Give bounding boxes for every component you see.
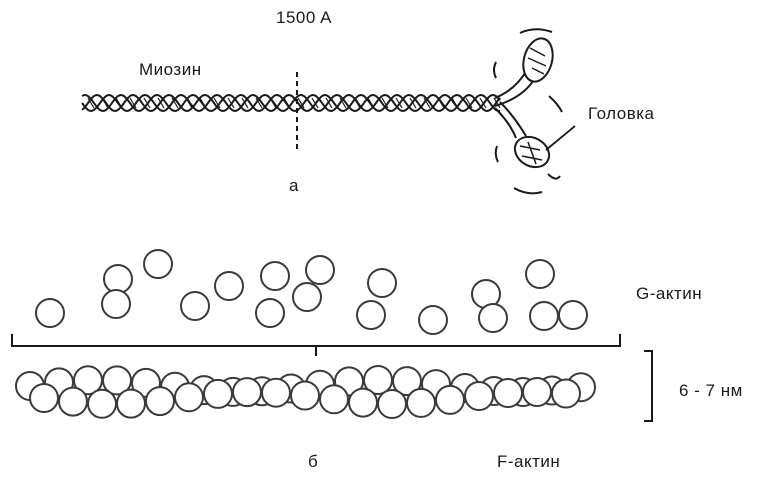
panel-b-label: б <box>308 452 318 472</box>
myosin-heads <box>494 29 575 193</box>
myosin-label: Миозин <box>139 60 202 80</box>
f-actin-monomer <box>349 389 377 417</box>
head-label: Головка <box>588 104 655 124</box>
f-actin-monomer <box>262 379 290 407</box>
g-actin-monomer <box>368 269 396 297</box>
f-actin-monomer <box>146 387 174 415</box>
myosin-tail-strands <box>82 95 500 111</box>
myosin-head-fragment <box>520 29 552 33</box>
myosin-head-fragment <box>494 62 496 78</box>
g-actin-monomer <box>479 304 507 332</box>
f-actin-monomer <box>59 388 87 416</box>
f-actin-monomer <box>233 378 261 406</box>
myosin-filament <box>82 95 500 111</box>
head-pointer-line <box>546 126 575 150</box>
g-actin-monomer <box>144 250 172 278</box>
myosin-head-fragment <box>496 146 498 162</box>
g-actin-monomer <box>559 301 587 329</box>
myosin-head-fragment <box>514 188 542 193</box>
g-actin-monomer <box>181 292 209 320</box>
g-actin-label: G-актин <box>636 284 702 304</box>
panel-a-label: а <box>289 176 299 196</box>
f-actin-monomer <box>436 386 464 414</box>
f-actin-monomer <box>291 382 319 410</box>
g-actin-monomer <box>419 306 447 334</box>
g-actin-monomer <box>357 301 385 329</box>
myosin-head-fragment <box>549 96 562 112</box>
g-actin-monomer <box>102 290 130 318</box>
f-actin-monomer <box>320 385 348 413</box>
scale-label: 1500 A <box>276 8 332 28</box>
g-actin-monomer <box>306 256 334 284</box>
g-actin-monomer <box>530 302 558 330</box>
f-actin-monomer <box>552 380 580 408</box>
g-actin-monomer <box>36 299 64 327</box>
f-actin-monomer <box>378 390 406 418</box>
f-actin-monomer <box>204 380 232 408</box>
f-actin-monomer <box>407 389 435 417</box>
thickness-label: 6 - 7 нм <box>679 381 743 401</box>
g-actin-monomer <box>293 283 321 311</box>
f-actin-monomer <box>465 382 493 410</box>
g-actin-monomer <box>256 299 284 327</box>
f-actin-label: F-актин <box>497 452 560 472</box>
f-actin-monomer <box>88 390 116 418</box>
bracket <box>12 334 620 356</box>
g-actin-monomer <box>261 262 289 290</box>
g-actin-monomer <box>104 265 132 293</box>
g-actin-globules <box>36 250 587 334</box>
f-actin-monomer <box>523 378 551 406</box>
f-actin-monomer <box>494 379 522 407</box>
myosin-upper-head <box>519 35 557 85</box>
myosin-head-fragment <box>548 174 560 179</box>
g-actin-monomer <box>215 272 243 300</box>
g-actin-monomer <box>526 260 554 288</box>
f-actin-filament <box>16 366 595 418</box>
f-actin-monomer <box>175 383 203 411</box>
f-actin-monomer <box>30 384 58 412</box>
f-actin-monomer <box>117 390 145 418</box>
thickness-bracket <box>644 351 652 421</box>
